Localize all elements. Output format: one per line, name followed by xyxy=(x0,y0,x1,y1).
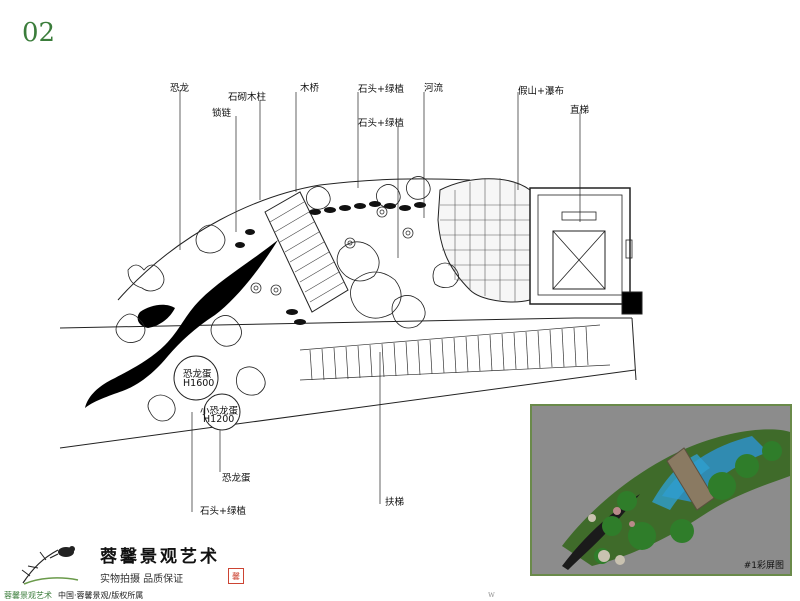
river-stones xyxy=(250,206,414,296)
label-dino-egg-small: 小恐龙蛋 xyxy=(200,406,239,417)
page-number: 02 xyxy=(22,18,56,48)
red-seal-stamp: 馨 xyxy=(228,568,244,584)
leader-lines xyxy=(179,90,581,512)
footer-copyright: 中国·蓉馨景观/版权所属 xyxy=(58,591,144,600)
label-escalator: 扶梯 xyxy=(385,497,405,508)
label-dino-egg-large: 恐龙蛋 xyxy=(183,369,212,380)
label-rockery-waterfall: 假山+瀑布 xyxy=(518,86,564,97)
label-dinosaur: 恐龙 xyxy=(170,83,190,94)
rockery-waterfall xyxy=(437,178,531,303)
logo-tagline: 实物拍摄 品质保证 xyxy=(100,574,184,585)
label-dino-egg: 恐龙蛋 xyxy=(222,473,251,484)
logo-title: 蓉馨景观艺术 xyxy=(100,547,220,567)
dinosaur-eggs xyxy=(173,355,241,431)
label-dino-egg-large-height: H1600 xyxy=(183,378,215,389)
company-logo: 蓉馨景观艺术 实物拍摄 品质保证 馨 xyxy=(18,538,248,590)
render-caption: #1彩屏图 xyxy=(743,561,784,571)
footer-brand: 蓉馨景观艺术 xyxy=(4,591,52,600)
bamboo-bird-logo-icon xyxy=(21,546,79,585)
label-stone-plants-top: 石头+绿植 xyxy=(358,84,404,95)
label-wood-bridge: 木桥 xyxy=(300,83,320,94)
label-chain: 锁链 xyxy=(212,108,232,119)
elevator-shaft xyxy=(529,187,643,315)
escalator-steps xyxy=(299,324,611,381)
stone-chain xyxy=(235,201,426,325)
label-river: 河流 xyxy=(424,83,444,94)
dinosaur-silhouette xyxy=(85,240,278,408)
wood-bridge xyxy=(264,191,349,313)
label-stone-pillar: 石砌木柱 xyxy=(228,92,267,103)
footer: 蓉馨景观艺术 中国·蓉馨景观/版权所属 w xyxy=(0,590,800,600)
footer-mark: w xyxy=(488,590,495,599)
label-dino-egg-small-height: H1200 xyxy=(203,414,235,425)
label-stone-plants-mid: 石头+绿植 xyxy=(358,118,404,129)
label-elevator: 直梯 xyxy=(570,105,590,116)
color-render-image: #1彩屏图 xyxy=(530,404,792,576)
label-stone-plants-bottom: 石头+绿植 xyxy=(200,506,246,517)
